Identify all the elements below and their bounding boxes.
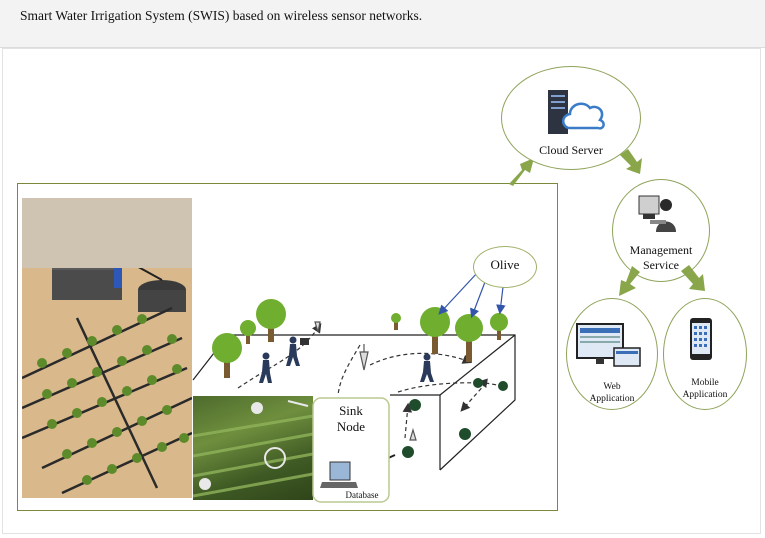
plant-dots <box>37 314 189 485</box>
caption-bar: Smart Water Irrigation System (SWIS) bas… <box>0 0 765 48</box>
walking-person-icon <box>259 336 434 383</box>
antenna-node <box>314 321 417 441</box>
flow-arrows <box>509 149 705 296</box>
sensor-marker <box>251 402 263 414</box>
sink-node-label-line2: Node <box>336 419 366 434</box>
management-service-label-line1: Management <box>629 243 693 257</box>
figure-caption: Smart Water Irrigation System (SWIS) bas… <box>20 8 423 23</box>
sink-node-label-line1: Sink <box>339 403 363 418</box>
olive-label: Olive <box>490 257 520 272</box>
mobile-application-label-line1: Mobile <box>691 378 719 388</box>
database-label: Database <box>345 490 379 500</box>
olive-pointers <box>438 271 506 319</box>
crop-rows <box>193 400 313 498</box>
mobile-application-label-line2: Application <box>682 390 728 400</box>
olive-bubble <box>473 246 537 288</box>
web-application-node <box>566 298 658 410</box>
sensor-marker <box>264 447 286 469</box>
web-application-label-line1: Web <box>603 382 621 392</box>
web-application-label-line2: Application <box>589 394 635 404</box>
laptop-icon <box>320 461 358 488</box>
sensor-node-icon <box>402 378 508 458</box>
cloud-server-label: Cloud Server <box>539 143 603 157</box>
drip-irrigation-schematic <box>22 198 192 498</box>
crop-field-photo <box>193 396 313 500</box>
tree-icon <box>212 299 508 378</box>
sensor-marker <box>199 478 211 490</box>
management-service-label-line2: Service <box>643 258 679 272</box>
mobile-application-node <box>663 298 747 410</box>
management-service-node <box>612 179 710 282</box>
